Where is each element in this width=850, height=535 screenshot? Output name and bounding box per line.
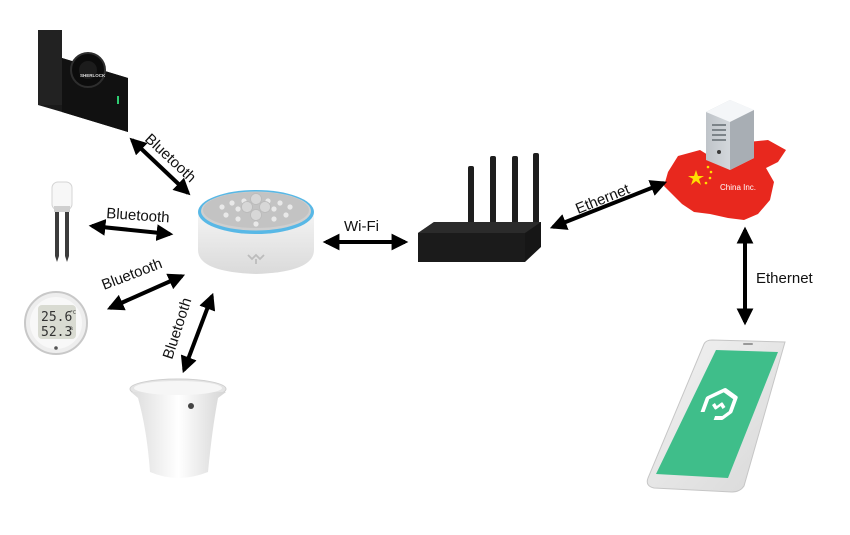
mi-home-app-icon bbox=[700, 388, 738, 420]
label-cloud-phone: Ethernet bbox=[756, 270, 814, 287]
soil-sensor-device bbox=[51, 181, 73, 262]
temperature-unit: °C bbox=[70, 310, 76, 316]
smart-lock-device: SHERLOCK bbox=[38, 30, 128, 132]
smart-speaker-hub bbox=[198, 190, 314, 274]
arrow-lock-hub bbox=[129, 137, 191, 196]
router-device bbox=[418, 153, 541, 262]
arrow-router-cloud bbox=[549, 180, 668, 230]
temperature-reading: 25.6 bbox=[41, 310, 72, 325]
lock-led-indicator bbox=[117, 96, 119, 104]
humidity-reading: 52.3 bbox=[41, 325, 72, 340]
label-router-cloud: Ethernet bbox=[573, 180, 633, 217]
humidity-unit: % bbox=[70, 326, 73, 332]
arrow-sensor-hub bbox=[88, 219, 174, 241]
cloud-server-china: China Inc. bbox=[664, 100, 786, 220]
arrow-thermo-hub bbox=[106, 273, 186, 311]
lock-brand-text: SHERLOCK bbox=[80, 73, 106, 78]
thermometer-device: 25.6 °C 52.3 % bbox=[24, 291, 88, 355]
phone-screen bbox=[656, 350, 778, 478]
arrow-pot-hub bbox=[180, 292, 216, 374]
connection-arrows bbox=[88, 137, 754, 374]
label-hub-router: Wi-Fi bbox=[344, 218, 379, 235]
hub-logo-icon bbox=[247, 253, 265, 264]
china-map-shape bbox=[664, 140, 786, 220]
flower-pot-device bbox=[129, 378, 227, 478]
label-sensor-hub: Bluetooth bbox=[106, 205, 170, 226]
cloud-label: China Inc. bbox=[720, 183, 756, 192]
flag-stars-icon bbox=[688, 165, 713, 185]
smartphone-device bbox=[646, 339, 786, 493]
